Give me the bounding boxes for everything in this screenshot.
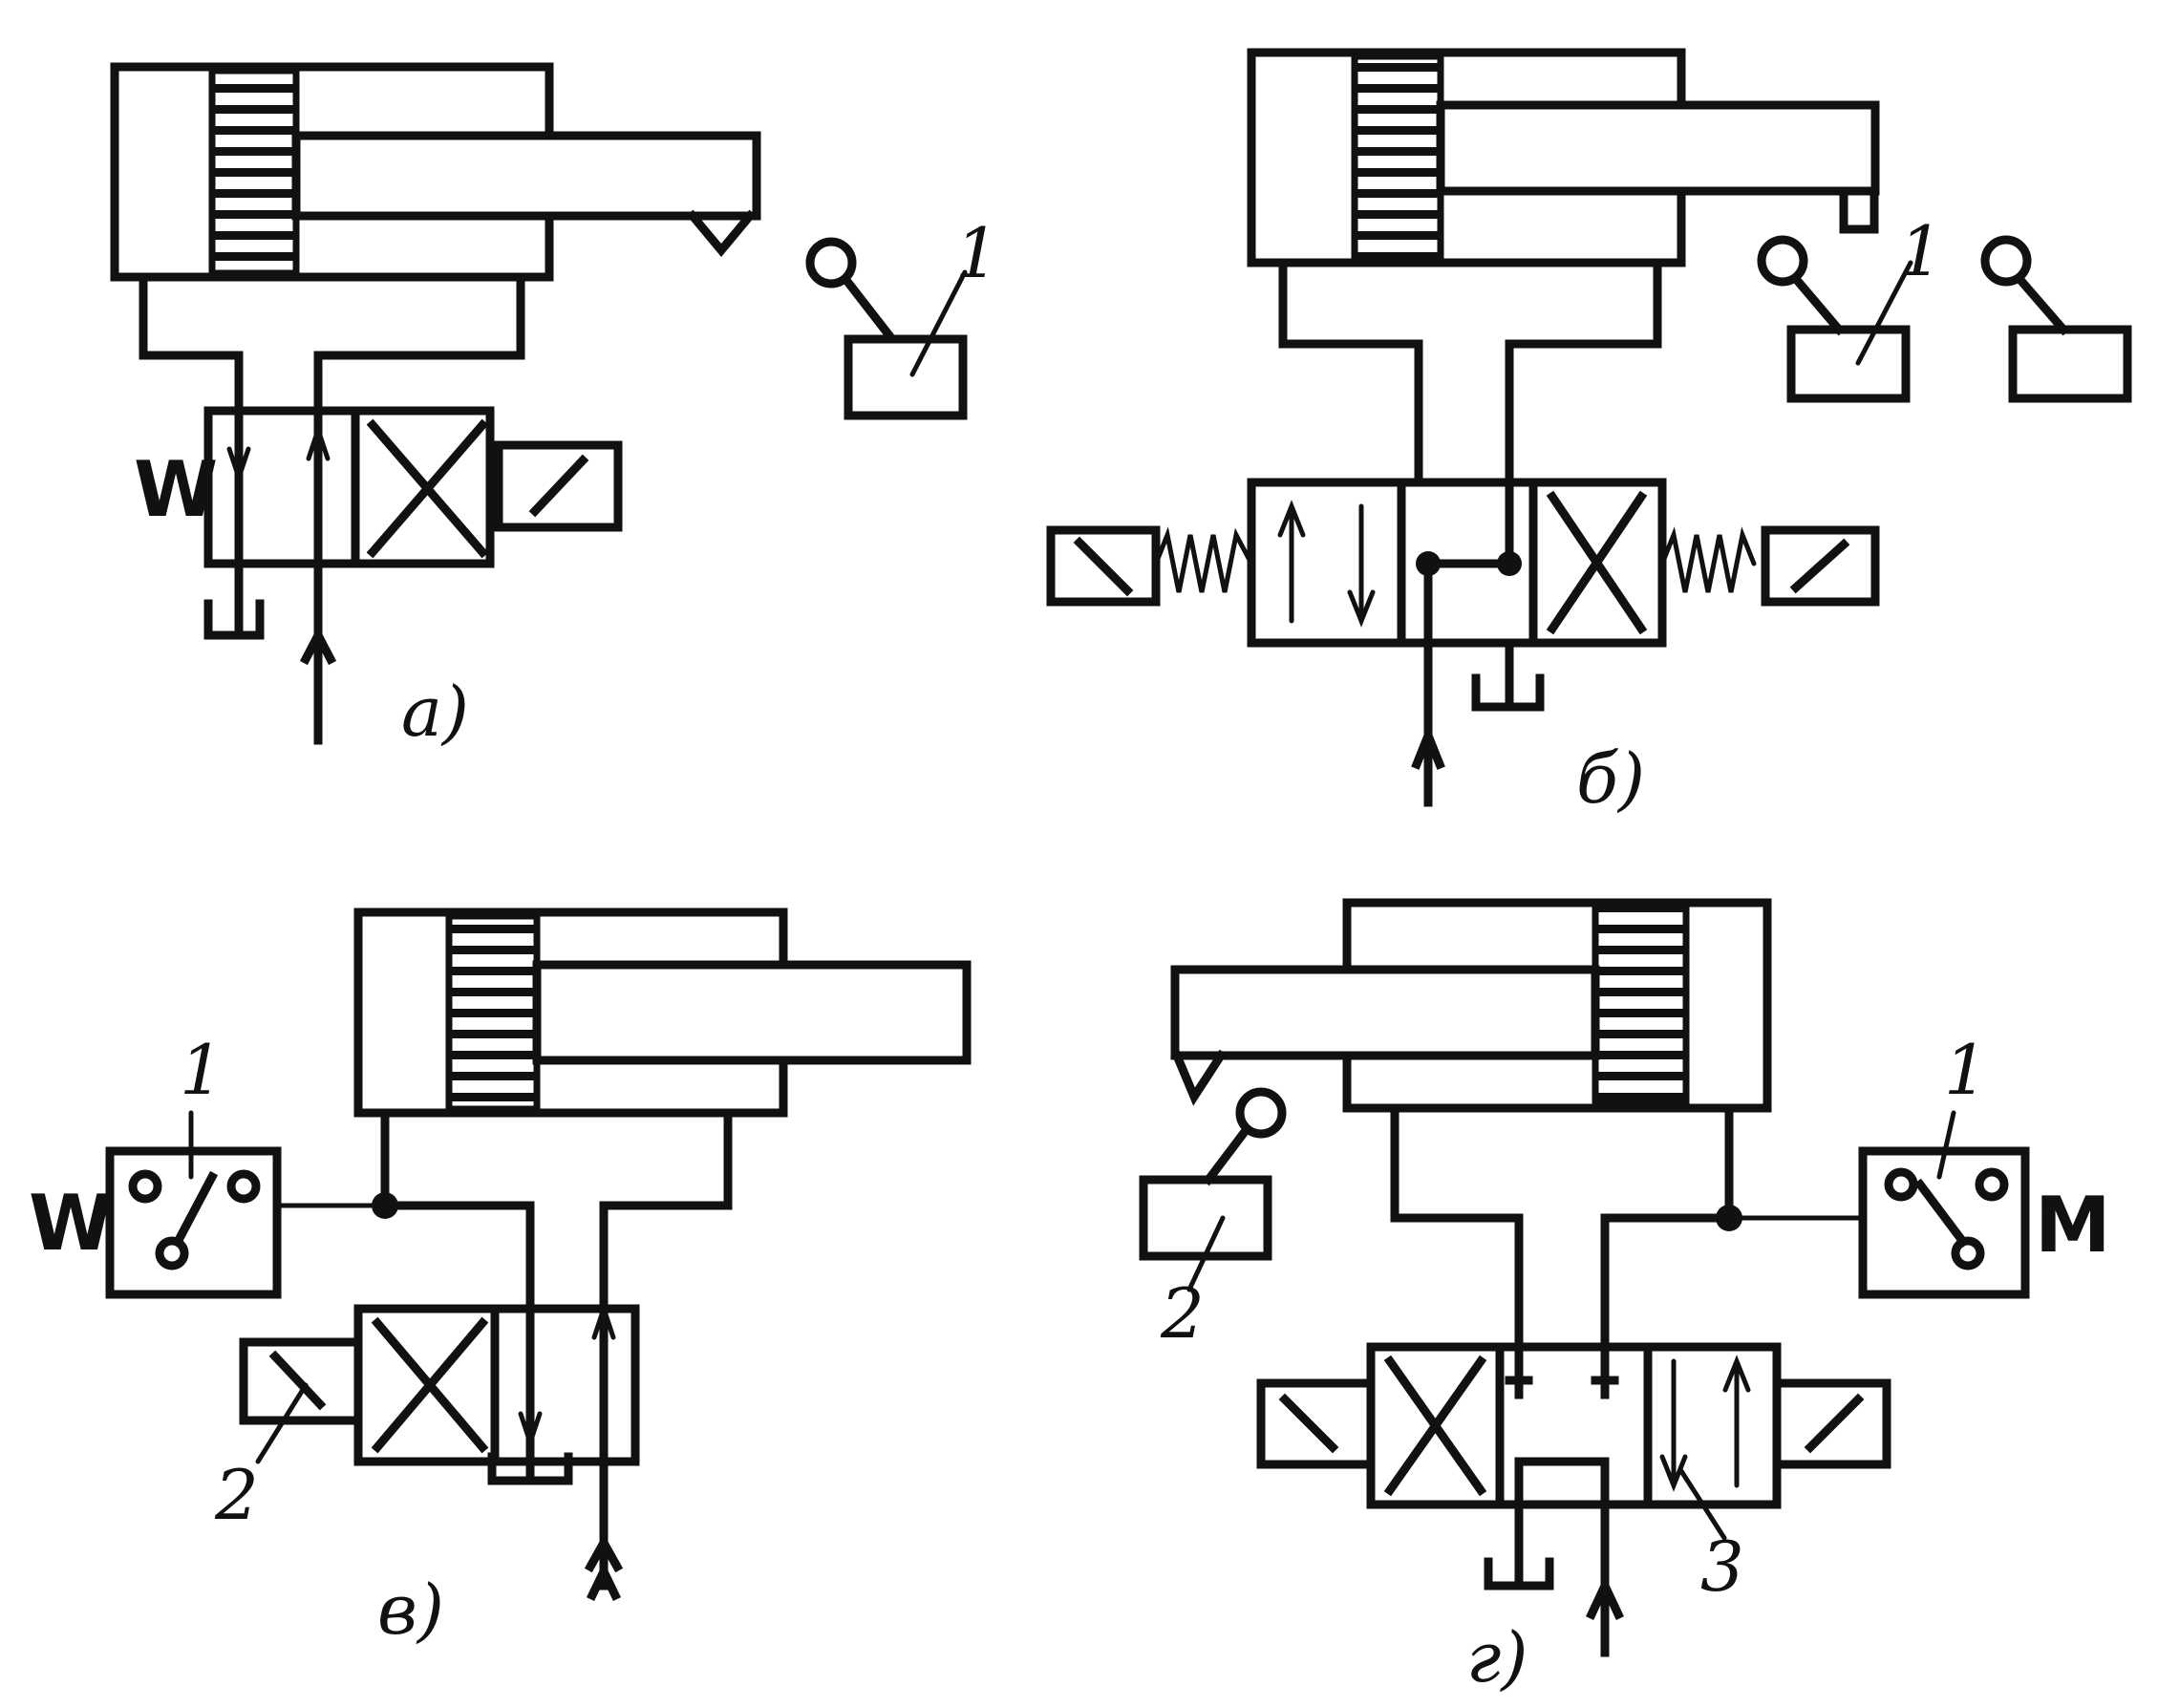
limit-switch-a: 1 — [805, 213, 999, 420]
pressure-switch-g: 1 — [1858, 1030, 2030, 1299]
solenoid-v: 2 — [214, 1337, 363, 1535]
limit-switch-b1: 1 — [1757, 211, 1943, 403]
switch-number-a: 1 — [955, 213, 999, 293]
cylinder-g — [1170, 898, 1772, 1113]
panel-a: W 1 а) — [110, 62, 999, 752]
pipes-b — [1278, 258, 1662, 807]
limit-switch-b2 — [1980, 235, 2132, 403]
cylinder-v — [353, 907, 972, 1118]
switch-number-b: 1 — [1899, 211, 1943, 291]
switch-number-g: 1 — [1944, 1030, 1988, 1110]
piston-g — [1592, 903, 1690, 1108]
caption-b: б) — [1576, 738, 1645, 819]
spring-left-b — [1153, 526, 1254, 593]
solenoid-right-g — [1772, 1378, 1891, 1469]
panel-b: 1 б) — [1046, 48, 2132, 819]
pressure-switch-v: 1 — [105, 1030, 282, 1299]
pipes-v — [276, 1108, 733, 1602]
switch-number-v: 1 — [180, 1030, 224, 1110]
solenoid-a — [494, 440, 623, 532]
solenoid-right-b — [1761, 525, 1880, 607]
panel-v: 2 1 W в) — [29, 907, 972, 1650]
cylinder-a — [110, 62, 761, 282]
limit-switch-g: 2 — [1139, 1087, 1287, 1354]
panel-g: 2 1 M 3 г) — [1139, 898, 2111, 1697]
caption-v: в) — [377, 1569, 444, 1650]
valve-a — [203, 406, 495, 568]
valve-b — [1247, 478, 1667, 648]
caption-g: г) — [1466, 1617, 1528, 1697]
pipes-g — [1390, 1103, 1866, 1657]
motor-label-g: M — [2035, 1181, 2111, 1270]
valve-g — [1366, 1342, 1782, 1541]
cylinder-b — [1247, 48, 1880, 267]
solenoid-left-b — [1046, 525, 1161, 607]
coil-label-v: W — [29, 1179, 113, 1268]
piston-a — [208, 67, 300, 277]
pipes-a — [139, 272, 525, 745]
piston-b — [1351, 53, 1444, 263]
caption-a: а) — [401, 672, 469, 752]
piston-v — [445, 912, 541, 1113]
solenoid-number-v: 2 — [214, 1455, 259, 1535]
spring-right-b — [1659, 526, 1757, 593]
limit-switch-number-g: 2 — [1160, 1273, 1205, 1354]
solenoid-left-g — [1256, 1378, 1376, 1469]
valve-number-g: 3 — [1700, 1527, 1744, 1607]
coil-label-a: W — [134, 445, 218, 534]
